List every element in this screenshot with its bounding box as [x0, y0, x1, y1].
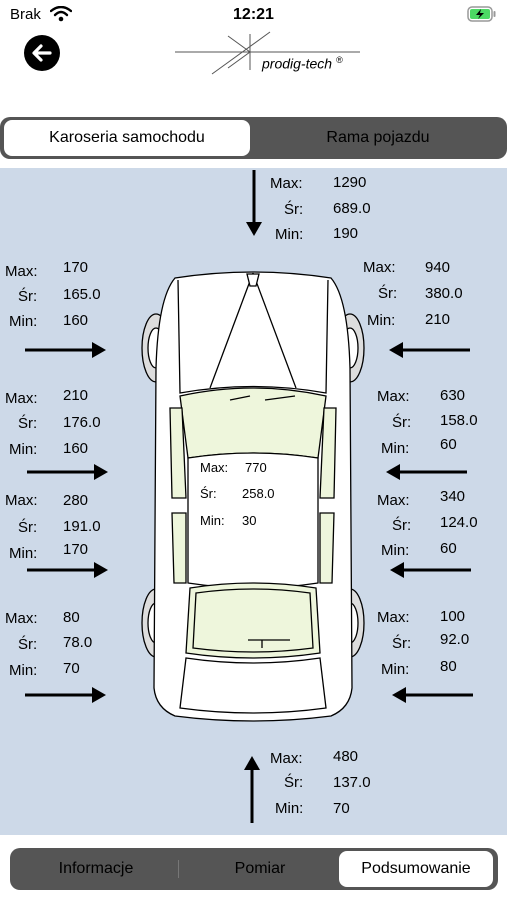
- tab-body[interactable]: Karoseria samochodu: [4, 120, 250, 156]
- avg-value: 191.0: [63, 518, 101, 535]
- max-value: 280: [63, 492, 89, 509]
- car-body: [141, 271, 365, 722]
- avg-label: Śr:: [378, 285, 398, 302]
- max-value: 100: [440, 608, 466, 625]
- min-label: Min:: [9, 313, 38, 330]
- avg-value: 124.0: [440, 514, 478, 531]
- arrow-left-icon: [32, 44, 52, 62]
- body-frame-segmented-control: Karoseria samochodu Rama pojazdu: [0, 117, 507, 159]
- max-label: Max:: [5, 610, 38, 627]
- max-label: Max:: [5, 390, 38, 407]
- avg-value: 78.0: [63, 634, 93, 651]
- arrow-right-icon: [27, 464, 108, 480]
- max-value: 170: [63, 259, 89, 276]
- avg-value: 137.0: [333, 774, 371, 791]
- car-diagram: [25, 170, 473, 823]
- avg-label: Śr:: [284, 774, 304, 791]
- max-label: Max:: [377, 388, 410, 405]
- arrow-right-icon: [27, 562, 108, 578]
- arrow-left-icon: [386, 464, 467, 480]
- avg-label: Śr:: [18, 288, 38, 305]
- min-value: 60: [440, 540, 457, 557]
- avg-value: 689.0: [333, 200, 371, 217]
- arrow-left-icon: [392, 687, 473, 703]
- arrow-right-icon: [25, 342, 106, 358]
- wifi-icon: [50, 6, 72, 22]
- clock: 12:21: [233, 6, 274, 23]
- max-label: Max:: [5, 263, 38, 280]
- arrow-left-icon: [390, 562, 471, 578]
- avg-value: 92.0: [440, 631, 470, 648]
- avg-label: Śr:: [392, 414, 412, 431]
- min-value: 80: [440, 658, 457, 675]
- status-bar: Brak 12:21: [0, 0, 507, 30]
- max-label: Max:: [270, 750, 303, 767]
- avg-label: Śr:: [392, 635, 412, 652]
- min-value: 70: [63, 660, 80, 677]
- max-value: 480: [333, 748, 359, 765]
- max-label: Max:: [377, 609, 410, 626]
- max-value: 770: [245, 460, 267, 475]
- back-button[interactable]: [24, 35, 60, 71]
- min-label: Min:: [9, 441, 38, 458]
- max-value: 630: [440, 387, 466, 404]
- avg-label: Śr:: [18, 636, 38, 653]
- view-segmented-control: Informacje Pomiar Podsumowanie: [10, 848, 498, 890]
- avg-value: 158.0: [440, 412, 478, 429]
- max-label: Max:: [200, 460, 229, 475]
- max-label: Max:: [5, 492, 38, 509]
- tab-measure[interactable]: Pomiar: [234, 860, 286, 877]
- max-value: 940: [425, 259, 451, 276]
- max-value: 80: [63, 609, 80, 626]
- max-value: 1290: [333, 174, 367, 191]
- max-label: Max:: [270, 175, 303, 192]
- header: prodig-tech ®: [0, 30, 507, 110]
- arrow-up-icon: [244, 756, 260, 823]
- avg-label: Śr:: [18, 415, 38, 432]
- carrier-label: Brak: [10, 6, 41, 23]
- min-label: Min:: [381, 661, 410, 678]
- max-label: Max:: [363, 259, 396, 276]
- arrow-left-icon: [389, 342, 470, 358]
- max-value: 210: [63, 387, 89, 404]
- avg-value: 380.0: [425, 285, 463, 302]
- min-value: 170: [63, 541, 89, 558]
- avg-label: Śr:: [392, 517, 412, 534]
- min-value: 70: [333, 800, 350, 817]
- min-label: Min:: [381, 542, 410, 559]
- brand-name: prodig-tech ®: [262, 55, 343, 72]
- min-value: 30: [242, 513, 257, 528]
- min-label: Min:: [9, 545, 38, 562]
- min-label: Min:: [381, 440, 410, 457]
- tab-frame[interactable]: Rama pojazdu: [326, 129, 430, 146]
- avg-label: Śr:: [284, 201, 304, 218]
- avg-label: Śr:: [200, 486, 217, 501]
- brand-logo: prodig-tech ®: [170, 30, 370, 80]
- min-value: 210: [425, 311, 451, 328]
- tab-summary[interactable]: Podsumowanie: [339, 851, 493, 887]
- min-label: Min:: [367, 312, 396, 329]
- measurement-panel: Max: 1290 Śr: 689.0 Min: 190 Max: 170 Śr…: [0, 168, 507, 835]
- arrow-down-icon: [246, 170, 262, 236]
- min-label: Min:: [275, 800, 304, 817]
- min-value: 190: [333, 225, 359, 242]
- tab-info[interactable]: Informacje: [58, 860, 134, 877]
- avg-value: 176.0: [63, 414, 101, 431]
- avg-value: 258.0: [242, 486, 275, 501]
- avg-value: 165.0: [63, 286, 101, 303]
- min-label: Min:: [9, 662, 38, 679]
- max-label: Max:: [377, 492, 410, 509]
- divider: [178, 860, 179, 878]
- avg-label: Śr:: [18, 519, 38, 536]
- min-label: Min:: [200, 513, 225, 528]
- arrow-right-icon: [25, 687, 106, 703]
- min-label: Min:: [275, 226, 304, 243]
- min-value: 160: [63, 312, 89, 329]
- min-value: 160: [63, 440, 89, 457]
- min-value: 60: [440, 436, 457, 453]
- max-value: 340: [440, 488, 466, 505]
- battery-charging-icon: [467, 6, 497, 22]
